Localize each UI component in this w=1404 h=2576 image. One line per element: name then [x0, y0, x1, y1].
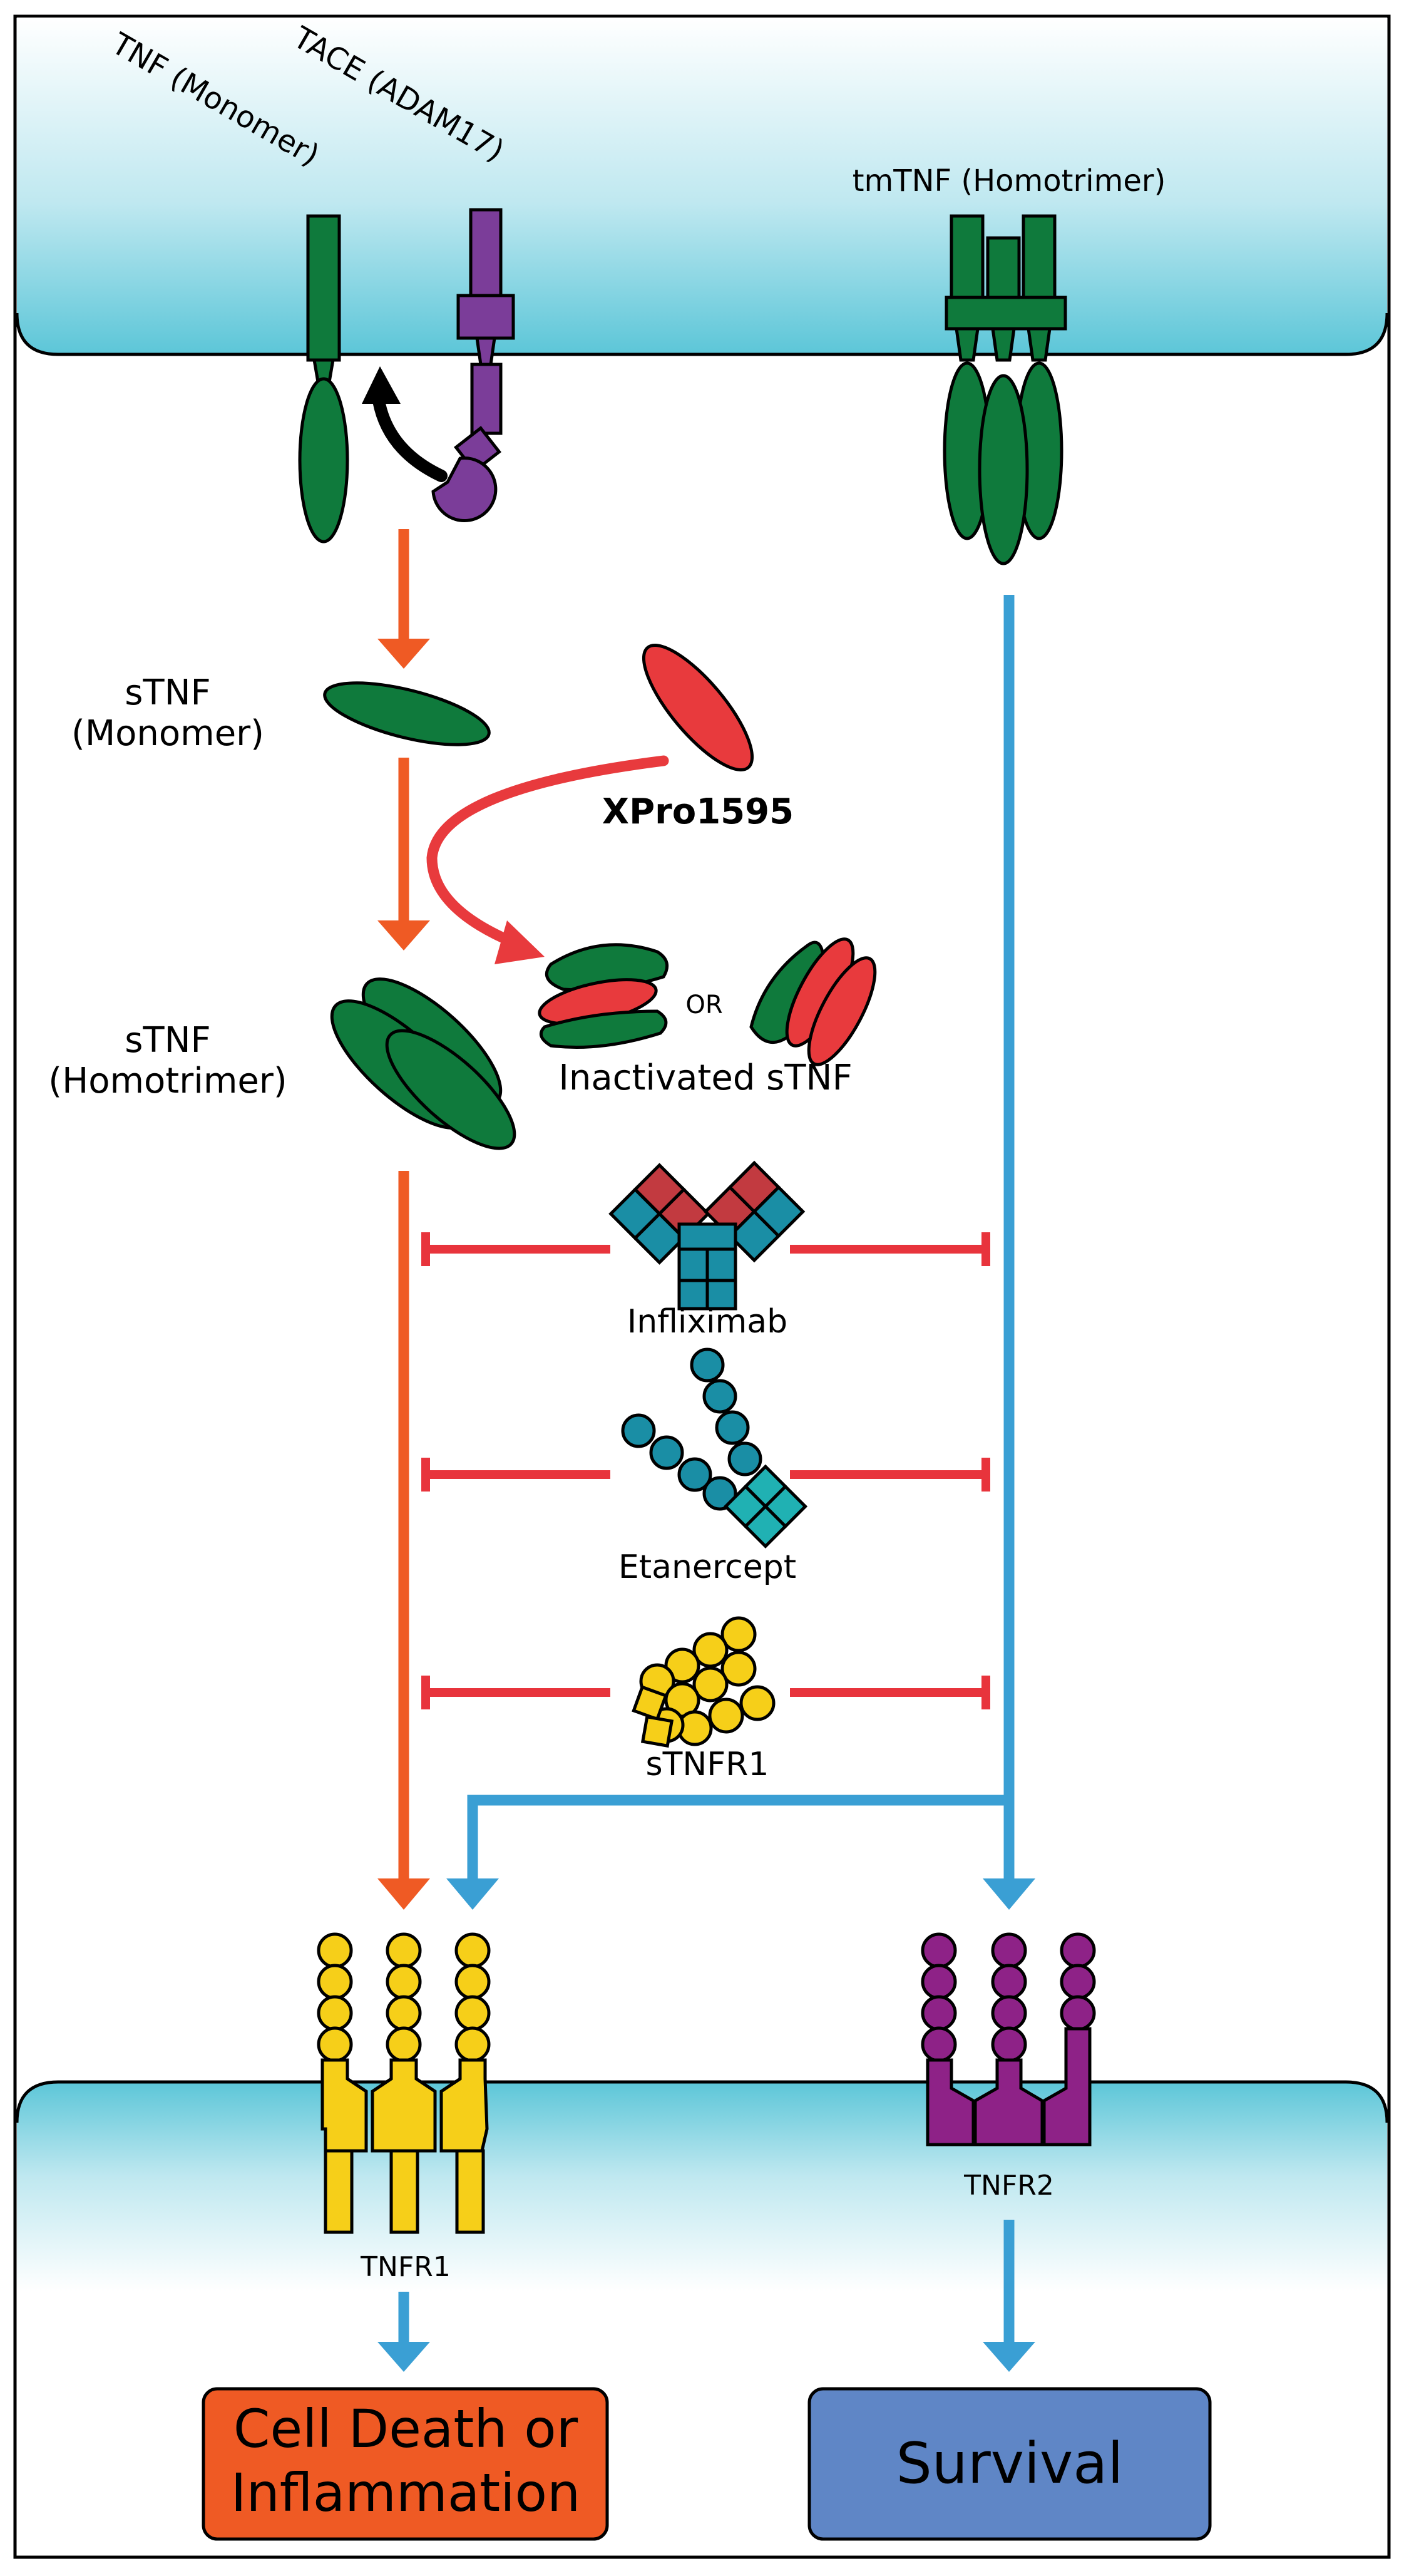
inactivated-stnf-label: Inactivated sTNF: [558, 1058, 852, 1098]
infliximab-inhibition: [421, 1232, 990, 1266]
stnf-homotrimer-label-line2: (Homotrimer): [48, 1061, 287, 1101]
or-label: OR: [685, 991, 722, 1019]
survival-box: [807, 2387, 1212, 2541]
soluble-pathway-arrows: [377, 529, 430, 1910]
transmembrane-pathway-arrows: [377, 595, 1035, 2372]
top-membrane: [17, 18, 1387, 354]
survival-label: Survival: [896, 2431, 1124, 2496]
cleavage-arrowhead: [362, 366, 401, 404]
tnfr2-receptor-icon: [923, 1934, 1094, 2146]
tace-enzyme-icon: [431, 208, 515, 523]
infliximab-antibody-icon: [608, 1160, 806, 1311]
bottom-membrane-edge: [15, 2080, 1389, 2123]
inactivated-stnf-complex-1: [538, 943, 669, 1049]
cell-death-box: [202, 2387, 609, 2541]
top-membrane-edge: [15, 312, 1389, 356]
xpro1595-icon: [642, 644, 754, 771]
stnf-monomer-icon: [323, 681, 491, 746]
etanercept-icon: [623, 1349, 808, 1549]
cell-death-label-line1: Cell Death or: [233, 2398, 578, 2460]
stnf-homotrimer-icon: [330, 977, 516, 1150]
tnf-monomer-icon: [298, 214, 349, 544]
stnf-monomer-label-line1: sTNF: [125, 672, 210, 713]
tmtnf-label: tmTNF (Homotrimer): [853, 163, 1166, 198]
tnfr1-receptor-icon: [319, 1934, 489, 2234]
etanercept-label: Etanercept: [618, 1548, 796, 1586]
stnfr1-icon: [632, 1618, 774, 1748]
cell-death-label-line2: Inflammation: [231, 2462, 580, 2523]
etanercept-inhibition: [421, 1458, 990, 1492]
xpro1595-label: XPro1595: [602, 791, 794, 832]
stnf-homotrimer-label-line1: sTNF: [125, 1020, 210, 1061]
bottom-membrane: [17, 2082, 1387, 2292]
tmtnf-homotrimer-icon: [943, 214, 1067, 565]
tnfr1-label: TNFR1: [360, 2251, 451, 2283]
stnfr1-label: sTNFR1: [646, 1746, 769, 1783]
stnf-monomer-label-line2: (Monomer): [71, 713, 264, 754]
tnfr2-label: TNFR2: [963, 2170, 1054, 2202]
xpro-binding-arrowhead: [494, 920, 545, 964]
xpro-binding-arrow: [426, 755, 669, 948]
infliximab-label: Infliximab: [627, 1303, 787, 1341]
stnfr1-inhibition: [421, 1676, 990, 1709]
cleavage-arrow: [372, 394, 448, 482]
inactivated-stnf-complex-2: [749, 937, 877, 1066]
